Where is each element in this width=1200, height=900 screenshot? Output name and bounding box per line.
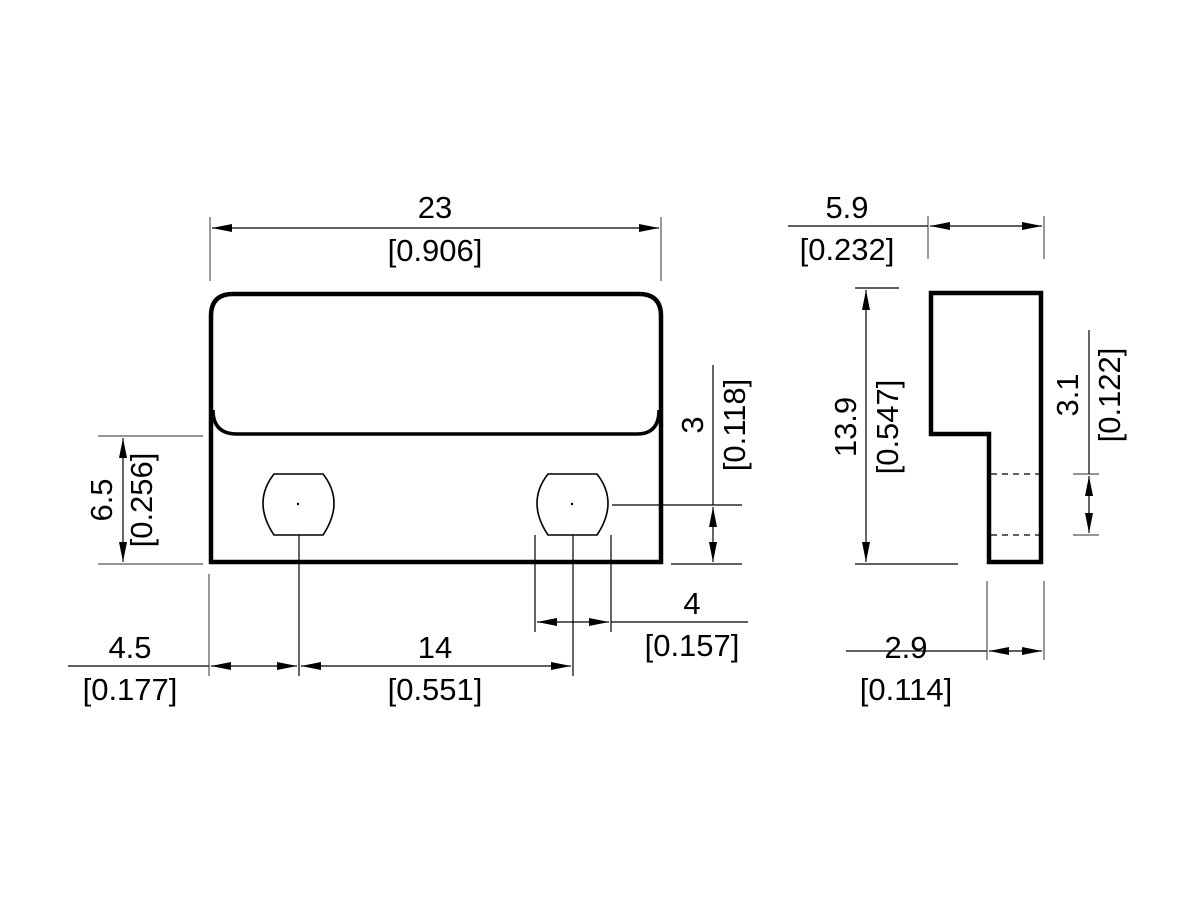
right-hole-center (570, 502, 574, 506)
slot-height-mm: 6.5 (84, 478, 119, 521)
overall-height-inch: [0.547] (870, 380, 905, 475)
hole-width-inch: [0.157] (645, 628, 740, 663)
hole-height-mm: 3.1 (1050, 373, 1085, 416)
hole-height-inch: [0.122] (1092, 348, 1127, 443)
left-hole-position-mm: 4.5 (108, 630, 151, 665)
overall-height-mm: 13.9 (828, 397, 863, 457)
hole-spacing-mm: 14 (418, 630, 452, 665)
slot-height-inch: [0.256] (124, 453, 159, 548)
side-view: 5.9 [0.232] 13.9 [0.547] 3.1 [0.122] 2.9… (788, 190, 1127, 707)
hole-width-mm: 4 (683, 586, 700, 621)
front-pocket-outline (211, 409, 661, 436)
step-width-mm: 2.9 (884, 630, 927, 665)
hole-spacing-inch: [0.551] (388, 672, 483, 707)
overall-depth-mm: 5.9 (825, 190, 868, 225)
hole-offset-mm: 3 (675, 416, 710, 433)
front-body-outline (208, 291, 664, 565)
front-view: 23 [0.906] 6.5 [0.256] 3 [0.118] 4.5 [0.… (68, 190, 752, 707)
overall-width-inch: [0.906] (388, 233, 483, 268)
left-hole-position-inch: [0.177] (83, 672, 178, 707)
overall-depth-inch: [0.232] (800, 232, 895, 267)
step-width-inch: [0.114] (860, 672, 953, 707)
overall-width-mm: 23 (418, 190, 452, 225)
hole-offset-inch: [0.118] (717, 379, 752, 472)
side-body-outline (928, 290, 1044, 565)
right-mounting-hole (536, 473, 609, 536)
left-mounting-hole (262, 473, 335, 536)
left-hole-center (296, 502, 300, 506)
